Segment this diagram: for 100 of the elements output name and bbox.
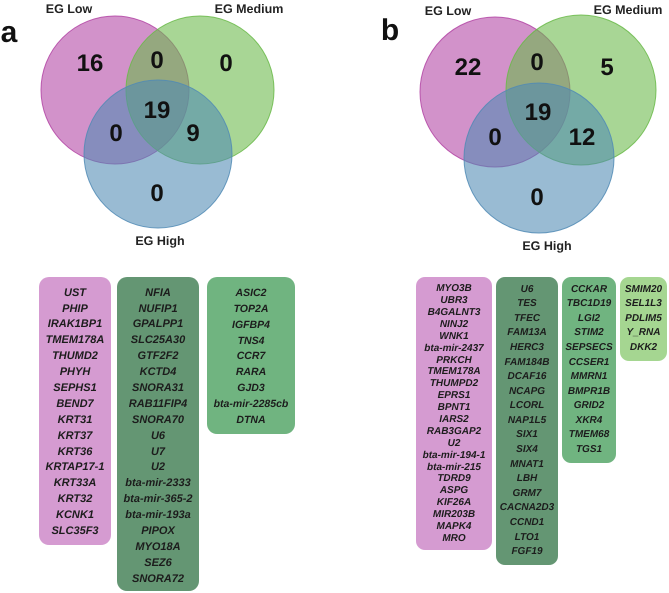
gene-name: U7 <box>150 446 166 458</box>
gene-name: bta-mir-194-1 <box>422 450 486 462</box>
gene-name: SEPHS1 <box>53 382 97 395</box>
gene-name: UBR3 <box>440 295 468 307</box>
gene-name: GJD3 <box>237 382 265 394</box>
gene-name: SIX4 <box>516 444 538 456</box>
panel-letter: b <box>380 16 400 46</box>
gene-name: bta-mir-215 <box>427 462 481 474</box>
region-count: 0 <box>530 51 544 75</box>
gene-name: BEND7 <box>56 398 94 410</box>
region-count: 12 <box>568 126 596 150</box>
gene-name: bta-mir-365-2 <box>123 493 193 506</box>
gene-name: TGS1 <box>576 444 602 456</box>
gene-name: GTF2F2 <box>138 350 178 363</box>
gene-name: SLC35F3 <box>51 524 99 538</box>
gene-name: PIPOX <box>141 524 175 538</box>
gene-name: ASIC2 <box>236 286 266 299</box>
gene-name: MRO <box>442 532 466 544</box>
gene-name: PRKCH <box>436 354 472 366</box>
set-label: EG High <box>522 240 572 252</box>
gene-name: DTNA <box>236 414 266 426</box>
gene-list-panel <box>416 277 492 550</box>
region-count: 0 <box>488 126 502 150</box>
gene-name: MAPK4 <box>436 521 472 532</box>
region-count: 0 <box>530 186 544 210</box>
gene-name: SLC25A30 <box>130 334 186 347</box>
gene-list-panel <box>620 277 667 361</box>
gene-name: U6 <box>520 284 534 296</box>
gene-name: TBC1D19 <box>566 298 612 310</box>
gene-name: IRAK1BP1 <box>48 318 102 332</box>
gene-list-panel <box>496 277 558 566</box>
gene-name: PHIP <box>62 302 88 316</box>
gene-list-panel <box>39 277 111 546</box>
gene-name: XKR4 <box>576 414 602 426</box>
gene-name: BMPR1B <box>568 386 610 398</box>
gene-name: FAM13A <box>507 327 547 339</box>
gene-name: bta-mir-2333 <box>125 477 191 490</box>
gene-name: KRT33A <box>54 477 96 490</box>
gene-name: IGFBP4 <box>232 318 270 331</box>
region-count: 19 <box>144 99 170 123</box>
gene-name: TOP2A <box>234 302 268 315</box>
set-label: EG High <box>135 234 185 248</box>
gene-name: GPALPP1 <box>132 318 184 332</box>
set-label: EG Medium <box>594 4 662 16</box>
region-count: 9 <box>186 122 200 146</box>
gene-name: SNORA31 <box>132 382 184 395</box>
gene-name: RAB3GAP2 <box>426 426 482 438</box>
gene-name: THUMD2 <box>52 350 98 363</box>
gene-name: PHYH <box>60 366 90 379</box>
gene-name: U6 <box>150 430 166 442</box>
gene-name: KRT37 <box>58 430 92 442</box>
gene-name: CCR7 <box>236 350 266 362</box>
gene-name: SMIM20 <box>624 284 662 296</box>
gene-name: bta-mir-193a <box>125 509 191 522</box>
region-count: 0 <box>109 122 123 146</box>
gene-name: THUMPD2 <box>430 378 478 390</box>
gene-name: RAB11FIP4 <box>128 398 188 410</box>
gene-name: NAP1L5 <box>508 414 546 426</box>
gene-name: GRID2 <box>574 400 604 412</box>
gene-name: U2 <box>448 438 460 450</box>
gene-name: MIR203B <box>432 509 476 521</box>
gene-name: KCNK1 <box>56 509 94 522</box>
gene-name: MNAT1 <box>510 458 544 470</box>
gene-name: TNS4 <box>238 334 264 347</box>
gene-name: UST <box>64 286 86 300</box>
gene-name: GRM7 <box>512 488 542 500</box>
gene-name: TFEC <box>514 312 540 324</box>
gene-name: MYO3B <box>436 283 472 295</box>
gene-name: SEL1L3 <box>625 298 662 310</box>
gene-name: DCAF16 <box>508 371 546 383</box>
region-count: 19 <box>524 101 552 125</box>
region-count: 16 <box>76 52 104 76</box>
gene-name: NINJ2 <box>440 318 468 330</box>
gene-name: KRT32 <box>58 493 92 506</box>
gene-name: MYO18A <box>135 540 181 554</box>
gene-name: U2 <box>150 461 166 474</box>
gene-name: NFIA <box>145 286 171 300</box>
gene-name: CCSER1 <box>568 356 610 368</box>
gene-name: RARA <box>236 366 266 378</box>
gene-name: KRT31 <box>58 414 92 426</box>
gene-list-panel <box>207 277 295 434</box>
gene-name: SNORA70 <box>132 414 184 426</box>
gene-name: NUFIP1 <box>138 302 178 316</box>
gene-name: TMEM178A <box>427 366 481 378</box>
gene-name: LTO1 <box>514 532 540 544</box>
gene-name: bta-mir-2285cb <box>214 398 288 410</box>
gene-name: FAM184B <box>504 356 550 368</box>
set-label: EG Low <box>424 4 472 18</box>
gene-name: CCKAR <box>570 284 608 296</box>
gene-name: NCAPG <box>508 386 546 398</box>
gene-name: ASPG <box>440 485 468 497</box>
gene-name: KRTAP17-1 <box>46 461 104 474</box>
gene-name: TMEM178A <box>46 334 104 347</box>
set-label: EG Low <box>46 2 92 16</box>
region-count: 0 <box>150 182 164 206</box>
gene-name: SIX1 <box>516 429 538 441</box>
region-count: 22 <box>454 56 482 80</box>
gene-name: LGI2 <box>578 312 600 324</box>
gene-name: KRT36 <box>58 446 92 458</box>
gene-name: FGF19 <box>511 546 543 558</box>
